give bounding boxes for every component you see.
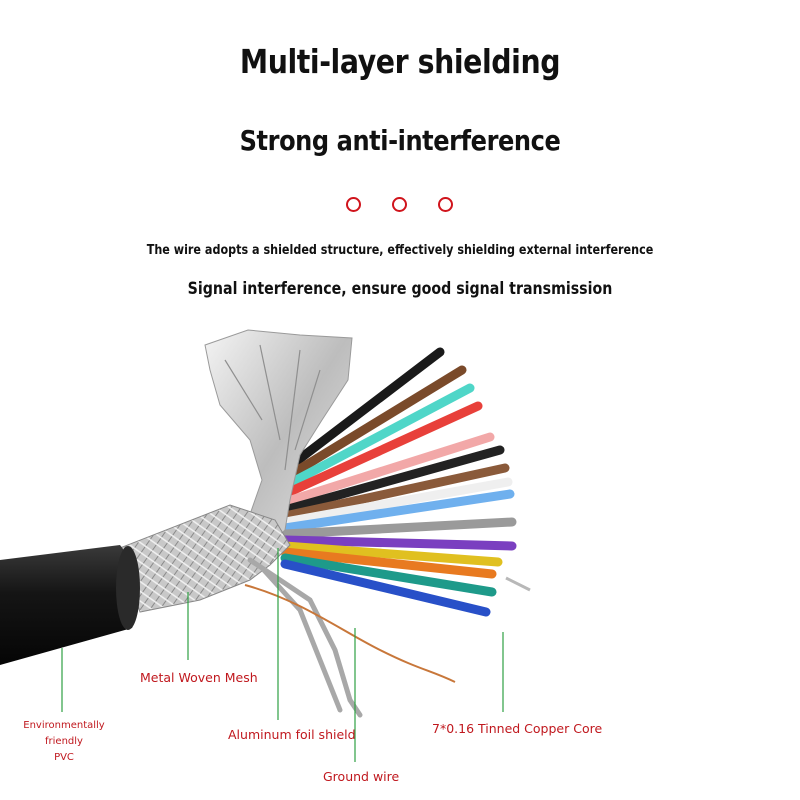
ground-wire <box>244 584 456 683</box>
wire-purple <box>280 535 517 551</box>
label-aluminum-foil: Aluminum foil shield <box>228 727 356 742</box>
wire-teal <box>280 553 497 597</box>
pvc-jacket <box>0 545 140 665</box>
circle-icon <box>392 197 407 212</box>
page-title: Multi-layer shielding <box>239 42 561 81</box>
wire-dark <box>280 445 505 515</box>
wire-brown <box>280 365 467 483</box>
bare-conductor <box>505 576 531 592</box>
wire-white <box>280 477 513 527</box>
decorative-dots <box>346 197 456 213</box>
wire-red <box>280 401 483 499</box>
wire-brown-2 <box>280 463 510 521</box>
leader-lines <box>61 548 504 762</box>
label-pvc: Environmentally friendly PVC <box>8 718 120 766</box>
wire-pink <box>280 432 495 507</box>
description-line-1: The wire adopts a shielded structure, ef… <box>146 243 654 258</box>
wire-yellow <box>280 541 503 567</box>
description-line-2: Signal interference, ensure good signal … <box>187 279 613 298</box>
wire-cyan <box>280 383 475 491</box>
metal-woven-mesh <box>119 504 291 613</box>
wire-lightblue <box>280 489 515 533</box>
circle-icon <box>346 197 361 212</box>
label-metal-woven-mesh: Metal Woven Mesh <box>140 670 258 685</box>
label-pvc-line1: Environmentally friendly <box>23 720 105 747</box>
label-pvc-line2: PVC <box>54 752 74 763</box>
circle-icon <box>438 197 453 212</box>
wire-orange <box>280 547 497 579</box>
wire-bundle <box>280 347 517 617</box>
wire-blue <box>280 559 491 617</box>
label-ground-wire: Ground wire <box>323 769 400 784</box>
wire-black <box>280 347 445 475</box>
braid-strands <box>247 557 363 718</box>
wire-grey <box>280 517 517 539</box>
page-subtitle: Strong anti-interference <box>239 124 561 157</box>
label-copper-core: 7*0.16 Tinned Copper Core <box>432 721 603 736</box>
